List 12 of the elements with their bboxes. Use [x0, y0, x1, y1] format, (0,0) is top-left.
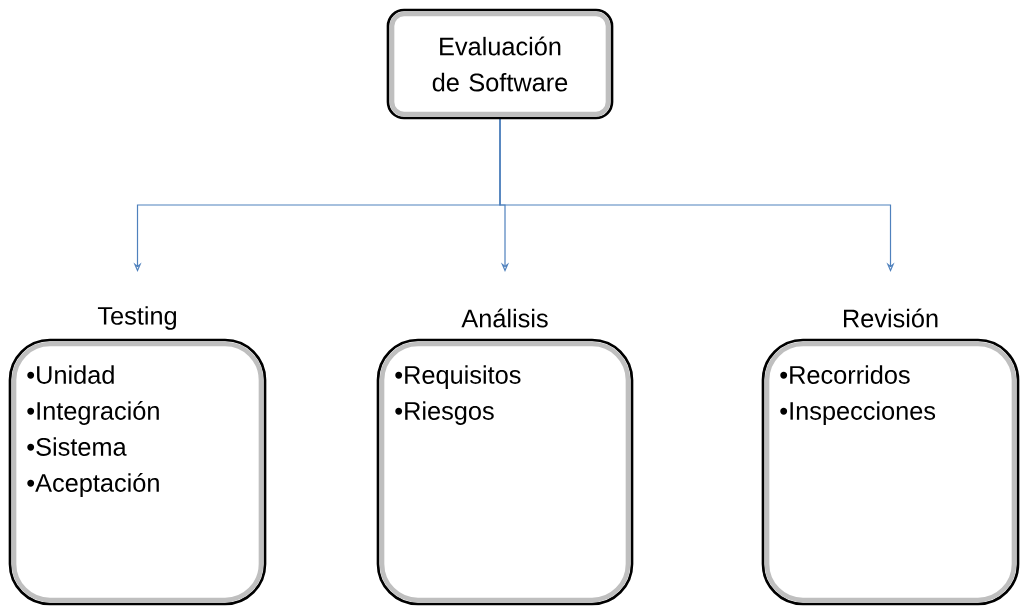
- heading-text: Revisión: [844, 308, 938, 328]
- node-label: •Unidad: [27, 365, 114, 384]
- list-box: •Recorridos •Inspecciones: [761, 338, 1020, 606]
- arrow: [499, 117, 895, 272]
- title-box: Evaluación de Software: [386, 8, 614, 120]
- heading-text: Análisis: [461, 308, 548, 328]
- node-label: •Integración: [27, 400, 159, 425]
- node-label: •Sistema: [27, 437, 127, 456]
- list-box: •Requisitos •Riesgos: [376, 338, 634, 606]
- heading-text: Testing: [97, 306, 176, 330]
- list-box: •Unidad •Integración •Sistema •Aceptación: [8, 338, 267, 606]
- node-label: •Aceptación: [27, 472, 159, 497]
